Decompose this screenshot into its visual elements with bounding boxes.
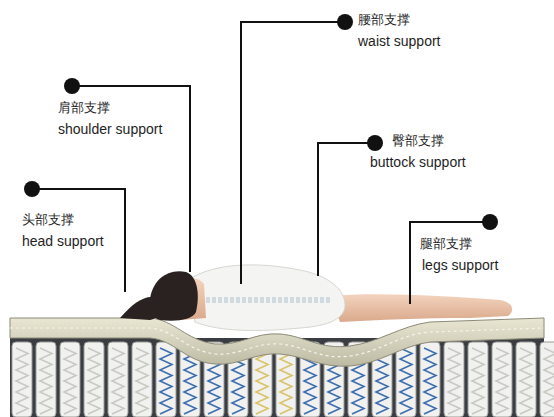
spring-pocket: [492, 342, 512, 417]
callout-label-en: buttock support: [370, 154, 466, 170]
spring-pocket: [420, 342, 440, 417]
spring-pocket: [396, 342, 416, 417]
callout-label: 肩部支撑: [58, 100, 110, 116]
spring-pocket: [468, 342, 488, 417]
spring-pocket: [84, 342, 104, 417]
callout-label-en: legs support: [422, 257, 498, 273]
callout-label: 臀部支撑: [392, 133, 444, 149]
callout-label-en: waist support: [358, 33, 440, 49]
spring-pocket: [540, 342, 554, 417]
spring-pocket: [36, 342, 56, 417]
spring-pocket: [444, 342, 464, 417]
callout-label: 腰部支撑: [358, 12, 410, 28]
callout-label: 腿部支撑: [420, 236, 472, 252]
spring-pocket: [132, 342, 152, 417]
spring-pocket: [516, 342, 536, 417]
callout-label: 头部支撑: [22, 212, 74, 228]
leader-lines: [32, 22, 490, 304]
spring-pocket: [156, 342, 176, 417]
spring-pocket: [60, 342, 80, 417]
sleeping-person: [120, 265, 512, 331]
callout-label-en: head support: [22, 233, 104, 249]
quilting-line: [10, 328, 544, 357]
spring-pocket: [12, 342, 32, 417]
callout-label-en: shoulder support: [58, 121, 162, 137]
spring-pocket: [108, 342, 128, 417]
callout-dots: [24, 14, 498, 230]
